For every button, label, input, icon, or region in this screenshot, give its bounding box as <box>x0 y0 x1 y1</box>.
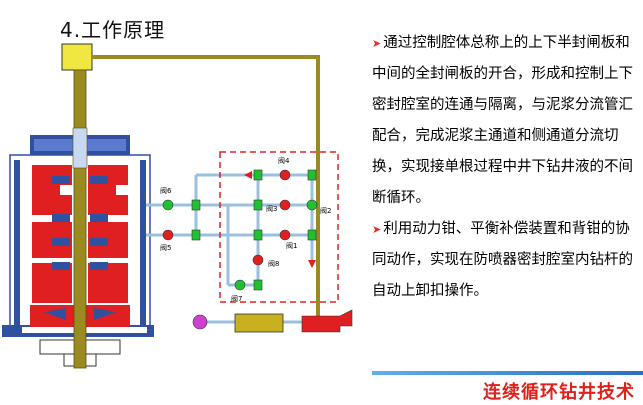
pump-icon <box>192 314 208 330</box>
valves <box>162 169 318 291</box>
arrow-bullet-icon: ➤ <box>372 223 382 236</box>
valve-label-5: 阀5 <box>160 243 171 252</box>
pump-system <box>192 309 353 333</box>
footer-title: 连续循环钻井技术 <box>483 382 635 403</box>
valve-4 <box>279 169 291 181</box>
paragraph-2: ➤利用动力钳、平衡补偿装置和背钳的协同动作，实现在防喷器密封腔室内钻杆的自动上卸… <box>372 221 633 299</box>
page-title: 4.工作原理 <box>60 18 166 42</box>
valve-5 <box>162 229 174 241</box>
valve-1 <box>279 229 291 241</box>
footer-divider <box>372 371 643 375</box>
valve-7 <box>234 279 246 291</box>
bop-manifold-diagram: 阀4 阀3 阀1 阀2 阀6 阀5 阀8 阀7 <box>2 43 353 369</box>
drill-pipe <box>73 69 87 369</box>
manifold-dashed-outline <box>219 151 339 303</box>
manifold-pipes <box>146 173 314 290</box>
valve-label-6: 阀6 <box>160 186 172 195</box>
valve-label-3: 阀3 <box>266 204 277 213</box>
valve-label-7: 阀7 <box>231 294 242 303</box>
arrow-bullet-icon: ➤ <box>372 37 382 50</box>
flow-arrow-icon <box>244 171 252 179</box>
valve-label-4: 阀4 <box>278 156 290 165</box>
valve-3 <box>279 199 291 211</box>
mud-tank <box>234 313 284 333</box>
paragraph-1: ➤通过控制腔体总称上的上下半封闸板和中间的全封闸板的开合，形成和控制上下密封腔室… <box>372 35 633 206</box>
valve-2 <box>306 199 318 211</box>
top-drive-box <box>61 43 93 71</box>
valve-label-2: 阀2 <box>320 206 331 215</box>
valve-label-1: 阀1 <box>286 241 297 250</box>
description: ➤通过控制腔体总称上的上下半封闸板和中间的全封闸板的开合，形成和控制上下密封腔室… <box>372 28 638 307</box>
mud-pump-icon <box>301 309 353 333</box>
valve-label-8: 阀8 <box>268 259 279 268</box>
flow-arrow-icon <box>308 260 316 268</box>
valve-8 <box>252 254 264 266</box>
valve-6 <box>162 199 174 211</box>
